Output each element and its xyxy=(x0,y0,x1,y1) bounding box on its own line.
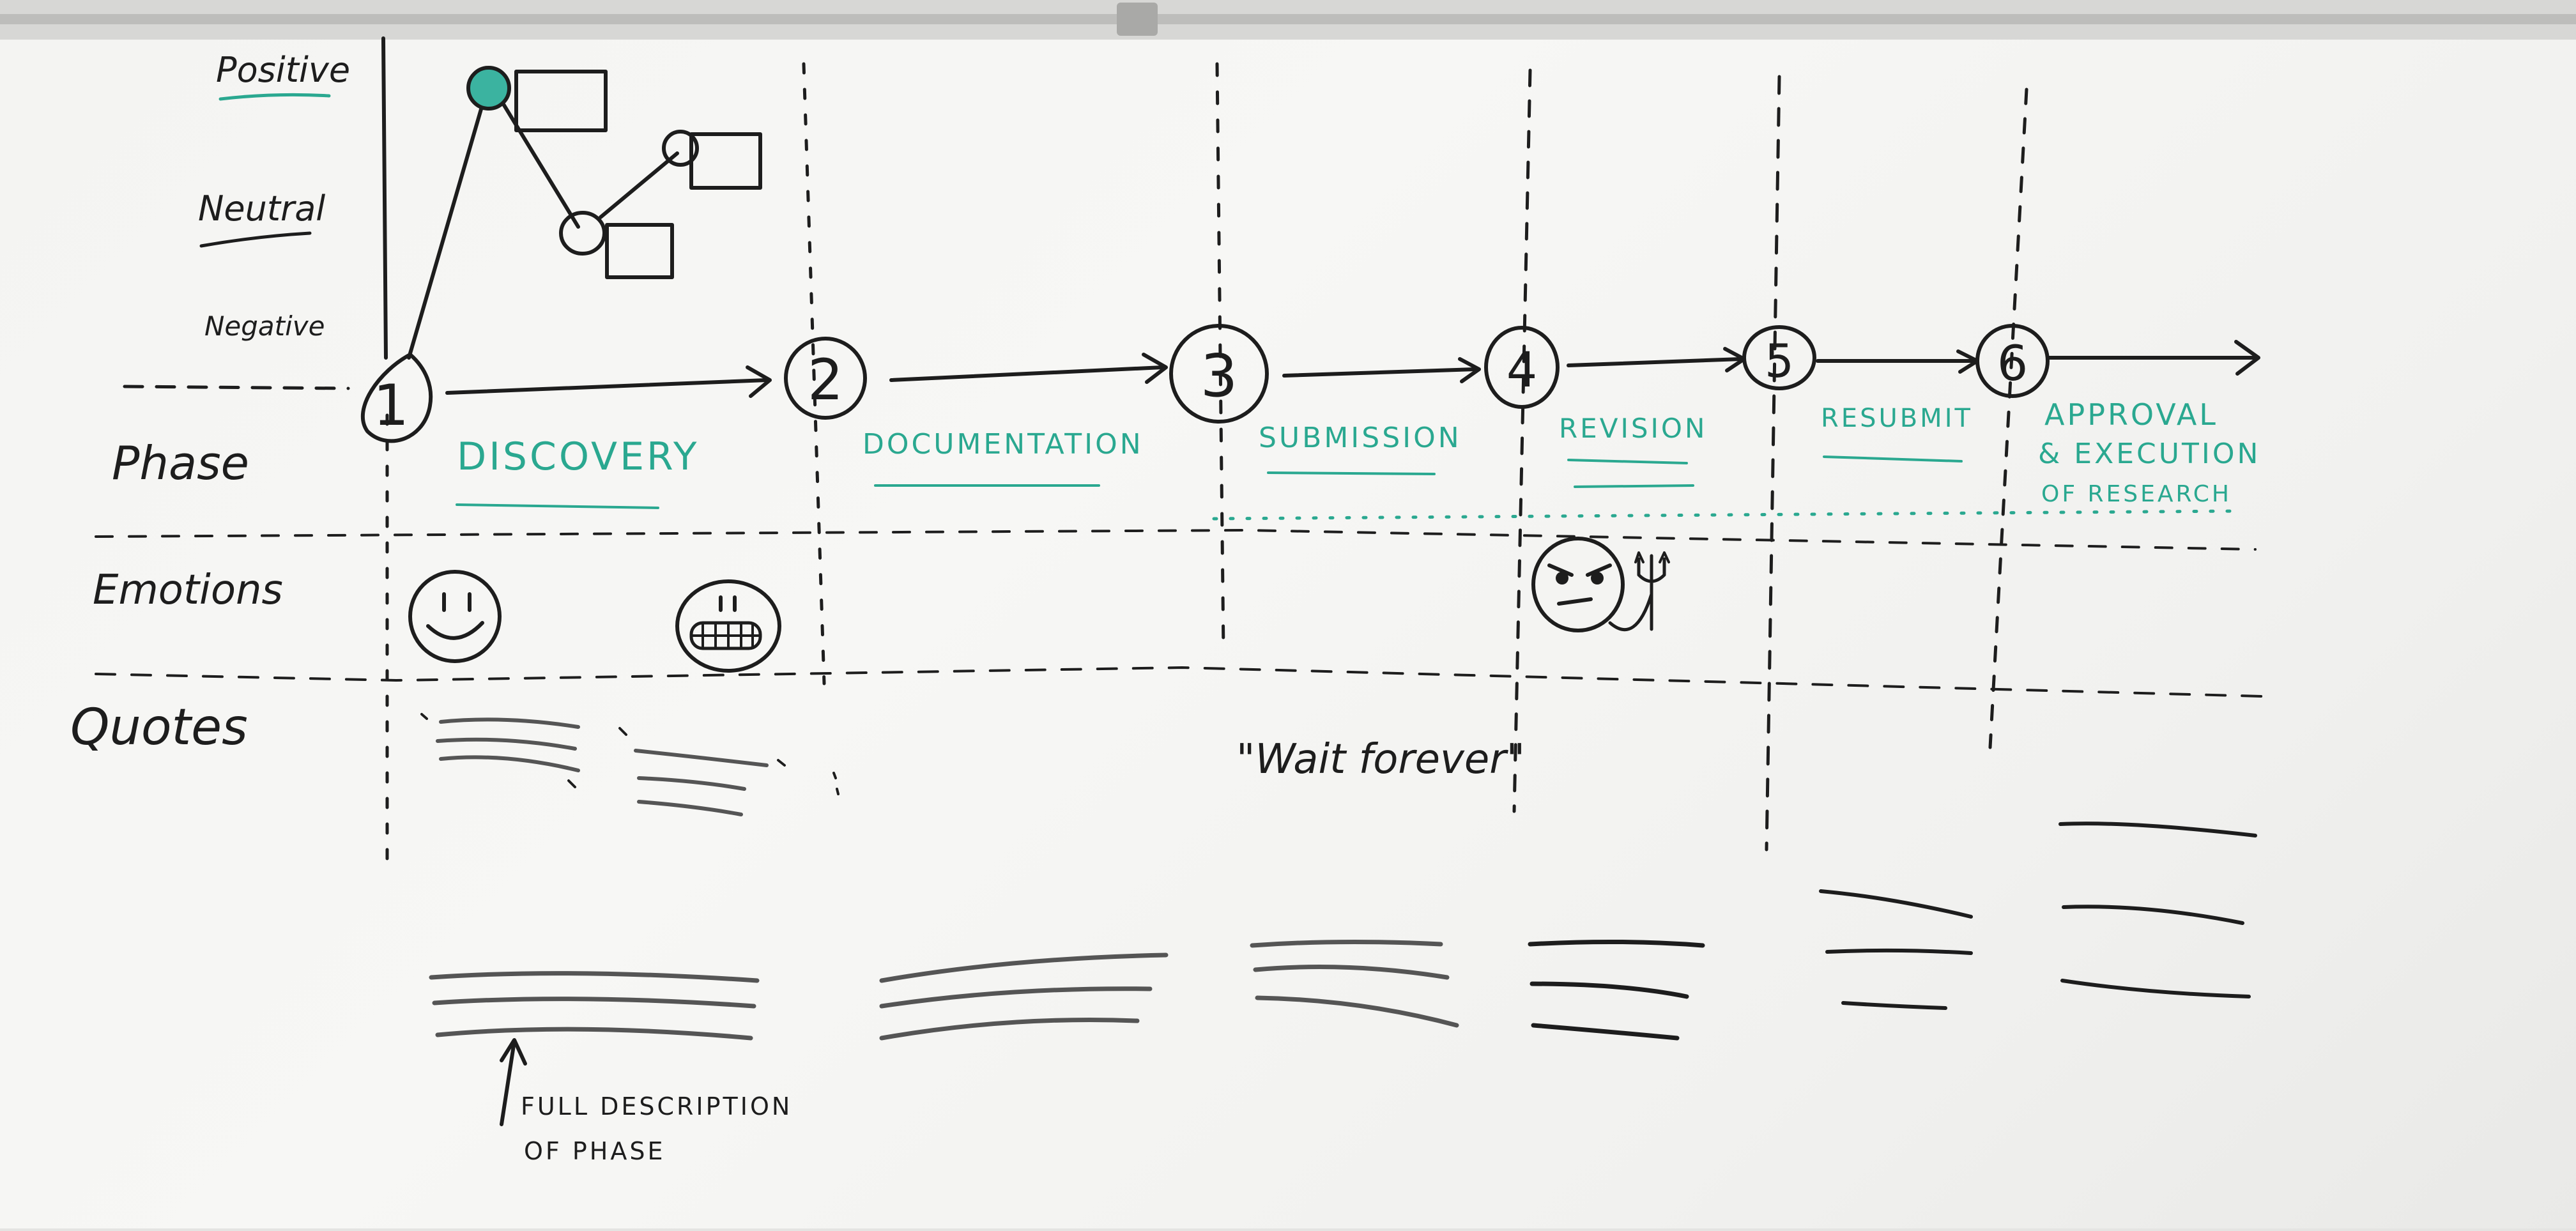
step-number-3: 3 xyxy=(1200,342,1238,410)
step-marker-6 xyxy=(1975,324,2050,398)
step-number-1: 1 xyxy=(373,372,409,438)
column-line-5 xyxy=(1765,75,1781,852)
note-box-positive xyxy=(514,70,608,132)
step-number-2: 2 xyxy=(808,347,843,413)
row-label-quotes: Quotes xyxy=(70,699,248,756)
arrow-2-3 xyxy=(889,365,1165,382)
baseline-dashed xyxy=(123,385,350,390)
annotation-pointer xyxy=(500,1039,516,1126)
step-marker-5 xyxy=(1742,325,1816,390)
quote-scribbles-resubmit xyxy=(1819,889,1973,1010)
step-marker-4 xyxy=(1484,326,1560,409)
emotion-point-neutral xyxy=(559,211,606,256)
phase-underline-4b xyxy=(1574,484,1694,488)
phase-label-submission: SUBMISSION xyxy=(1259,422,1462,454)
devil-face-icon xyxy=(1531,537,1670,632)
emotion-point-upper xyxy=(662,130,699,167)
phase-row-separator xyxy=(95,529,2257,551)
phase-label-approval-line3: OF RESEARCH xyxy=(2041,481,2232,507)
phase-label-approval-line1: APPROVAL xyxy=(2044,397,2218,432)
positive-underline xyxy=(218,93,331,101)
arrow-4-5 xyxy=(1567,357,1743,367)
annotation-line-1: FULL DESCRIPTION xyxy=(521,1092,792,1120)
emotion-axis xyxy=(381,36,388,360)
annotation-pointer-head xyxy=(500,1038,527,1066)
arrow-1-2 xyxy=(445,378,769,395)
step-marker-2 xyxy=(784,337,867,420)
phase-label-documentation: DOCUMENTATION xyxy=(862,428,1144,461)
smiley-face-icon xyxy=(408,570,502,663)
grimace-face-icon xyxy=(675,579,781,673)
phase-label-approval-line2: & EXECUTION xyxy=(2038,438,2260,470)
emotion-point-positive xyxy=(466,66,511,111)
note-box-upper xyxy=(689,132,762,190)
row-label-emotions: Emotions xyxy=(93,567,283,614)
phase-label-revision: REVISION xyxy=(1559,413,1707,444)
annotation-line-2: OF PHASE xyxy=(524,1137,665,1165)
quote-scribbles-approval xyxy=(2058,822,2257,998)
neutral-underline xyxy=(199,231,312,248)
phase-underline-3 xyxy=(1267,471,1436,475)
emotion-curve-down xyxy=(496,94,580,229)
quote-scribbles-discovery xyxy=(420,713,839,816)
phase-row-separator-teal xyxy=(1212,509,2238,521)
column-line-2 xyxy=(802,62,826,685)
description-scribbles-discovery xyxy=(429,971,760,1041)
arrow-3-4 xyxy=(1282,367,1478,378)
board-clip xyxy=(1117,3,1158,36)
description-scribbles-documentation xyxy=(879,952,1169,1041)
column-line-4 xyxy=(1512,68,1532,813)
phase-underline-5 xyxy=(1823,455,1963,463)
step-marker-1 xyxy=(360,353,433,443)
note-box-neutral xyxy=(605,223,674,279)
arrowhead-end xyxy=(2234,340,2260,376)
phase-underline-1 xyxy=(456,503,659,509)
column-line-3 xyxy=(1215,62,1225,654)
phase-underline-4a xyxy=(1567,459,1688,464)
arrowhead-2 xyxy=(746,365,772,398)
description-scribbles-submission xyxy=(1250,939,1459,1028)
row-label-phase: Phase xyxy=(112,436,249,490)
step-number-4: 4 xyxy=(1506,341,1537,398)
row-label-negative: Negative xyxy=(204,310,325,342)
emotion-row-separator xyxy=(95,666,2263,698)
step-number-5: 5 xyxy=(1765,334,1794,388)
step-marker-3 xyxy=(1169,324,1269,424)
board-rail-shadow xyxy=(0,14,2576,24)
phase-label-discovery: DISCOVERY xyxy=(457,434,700,479)
quote-wait-forever: "Wait forever" xyxy=(1236,736,1525,783)
emotion-curve-up xyxy=(407,88,489,360)
row-label-positive: Positive xyxy=(216,50,350,90)
phase-label-resubmit: RESUBMIT xyxy=(1821,404,1973,433)
step-number-6: 6 xyxy=(1997,335,2028,392)
row-label-neutral: Neutral xyxy=(198,188,325,229)
arrowhead-3 xyxy=(1142,353,1168,384)
emotion-curve-mid xyxy=(599,151,679,219)
description-scribbles-revision xyxy=(1528,939,1705,1041)
column-line-6 xyxy=(1988,88,2028,749)
arrowhead-4 xyxy=(1458,357,1481,383)
